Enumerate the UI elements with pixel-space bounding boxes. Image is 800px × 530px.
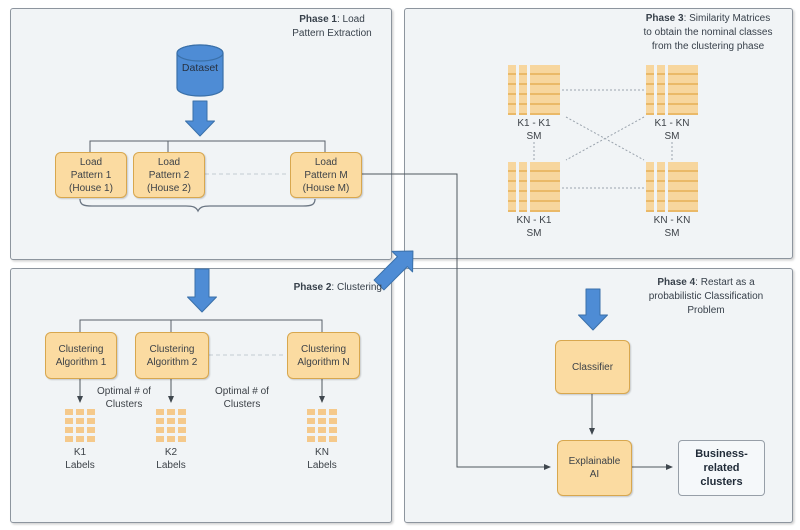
k1-labels-text: K1 Labels	[65, 447, 95, 471]
phase2-title-rest: : Clustering	[331, 282, 382, 293]
matrix-k1k1-label: K1 - K1 SM	[517, 118, 551, 142]
optimal-clusters-label-1: Optimal # of Clusters	[97, 386, 151, 410]
phase3-title: Phase 3: Similarity Matrices to obtain t…	[632, 12, 784, 54]
similarity-matrix-knkn-icon	[646, 162, 698, 212]
load-pattern-1-box: Load Pattern 1 (House 1)	[55, 152, 127, 198]
phase1-title-bold: Phase 1	[299, 14, 337, 25]
phase3-title-rest: : Similarity Matrices to obtain the nomi…	[643, 13, 773, 52]
classifier-box: Classifier	[555, 340, 630, 394]
k2-labels-grid-icon	[156, 409, 186, 442]
phase1-panel	[10, 8, 392, 260]
phase4-title: Phase 4: Restart as a probabilistic Clas…	[628, 276, 784, 318]
matrix-knkn-label: KN - KN SM	[653, 215, 691, 239]
kn-labels-grid-icon	[307, 409, 337, 442]
similarity-matrix-k1k1-icon	[508, 65, 560, 115]
optimal-clusters-label-2: Optimal # of Clusters	[215, 386, 269, 410]
phase1-title-rest: : Load Pattern Extraction	[292, 14, 372, 39]
similarity-matrix-k1kn-icon	[646, 65, 698, 115]
load-pattern-2-box: Load Pattern 2 (House 2)	[133, 152, 205, 198]
kn-labels-text: KN Labels	[307, 447, 337, 471]
explainable-ai-box: Explainable AI	[557, 440, 632, 496]
dataset-label: Dataset	[181, 62, 219, 74]
clustering-algorithm-1-box: Clustering Algorithm 1	[45, 332, 117, 379]
phase1-title: Phase 1: Load Pattern Extraction	[282, 13, 382, 41]
k2-labels-text: K2 Labels	[156, 447, 186, 471]
phase4-title-bold: Phase 4	[657, 277, 696, 288]
matrix-k1kn-label: K1 - KN SM	[654, 118, 690, 142]
clustering-algorithm-2-box: Clustering Algorithm 2	[135, 332, 209, 379]
k1-labels-grid-icon	[65, 409, 95, 442]
clustering-algorithm-n-box: Clustering Algorithm N	[287, 332, 360, 379]
business-clusters-box: Business-related clusters	[678, 440, 765, 496]
similarity-matrix-knk1-icon	[508, 162, 560, 212]
phase3-title-bold: Phase 3	[645, 13, 684, 24]
load-pattern-m-box: Load Pattern M (House M)	[290, 152, 362, 198]
matrix-knk1-label: KN - K1 SM	[516, 215, 552, 239]
phase4-title-rest: : Restart as a probabilistic Classificat…	[648, 277, 764, 316]
phase2-panel	[10, 268, 392, 523]
phase2-title-bold: Phase 2	[293, 282, 332, 293]
phase2-title: Phase 2: Clustering	[272, 281, 382, 295]
